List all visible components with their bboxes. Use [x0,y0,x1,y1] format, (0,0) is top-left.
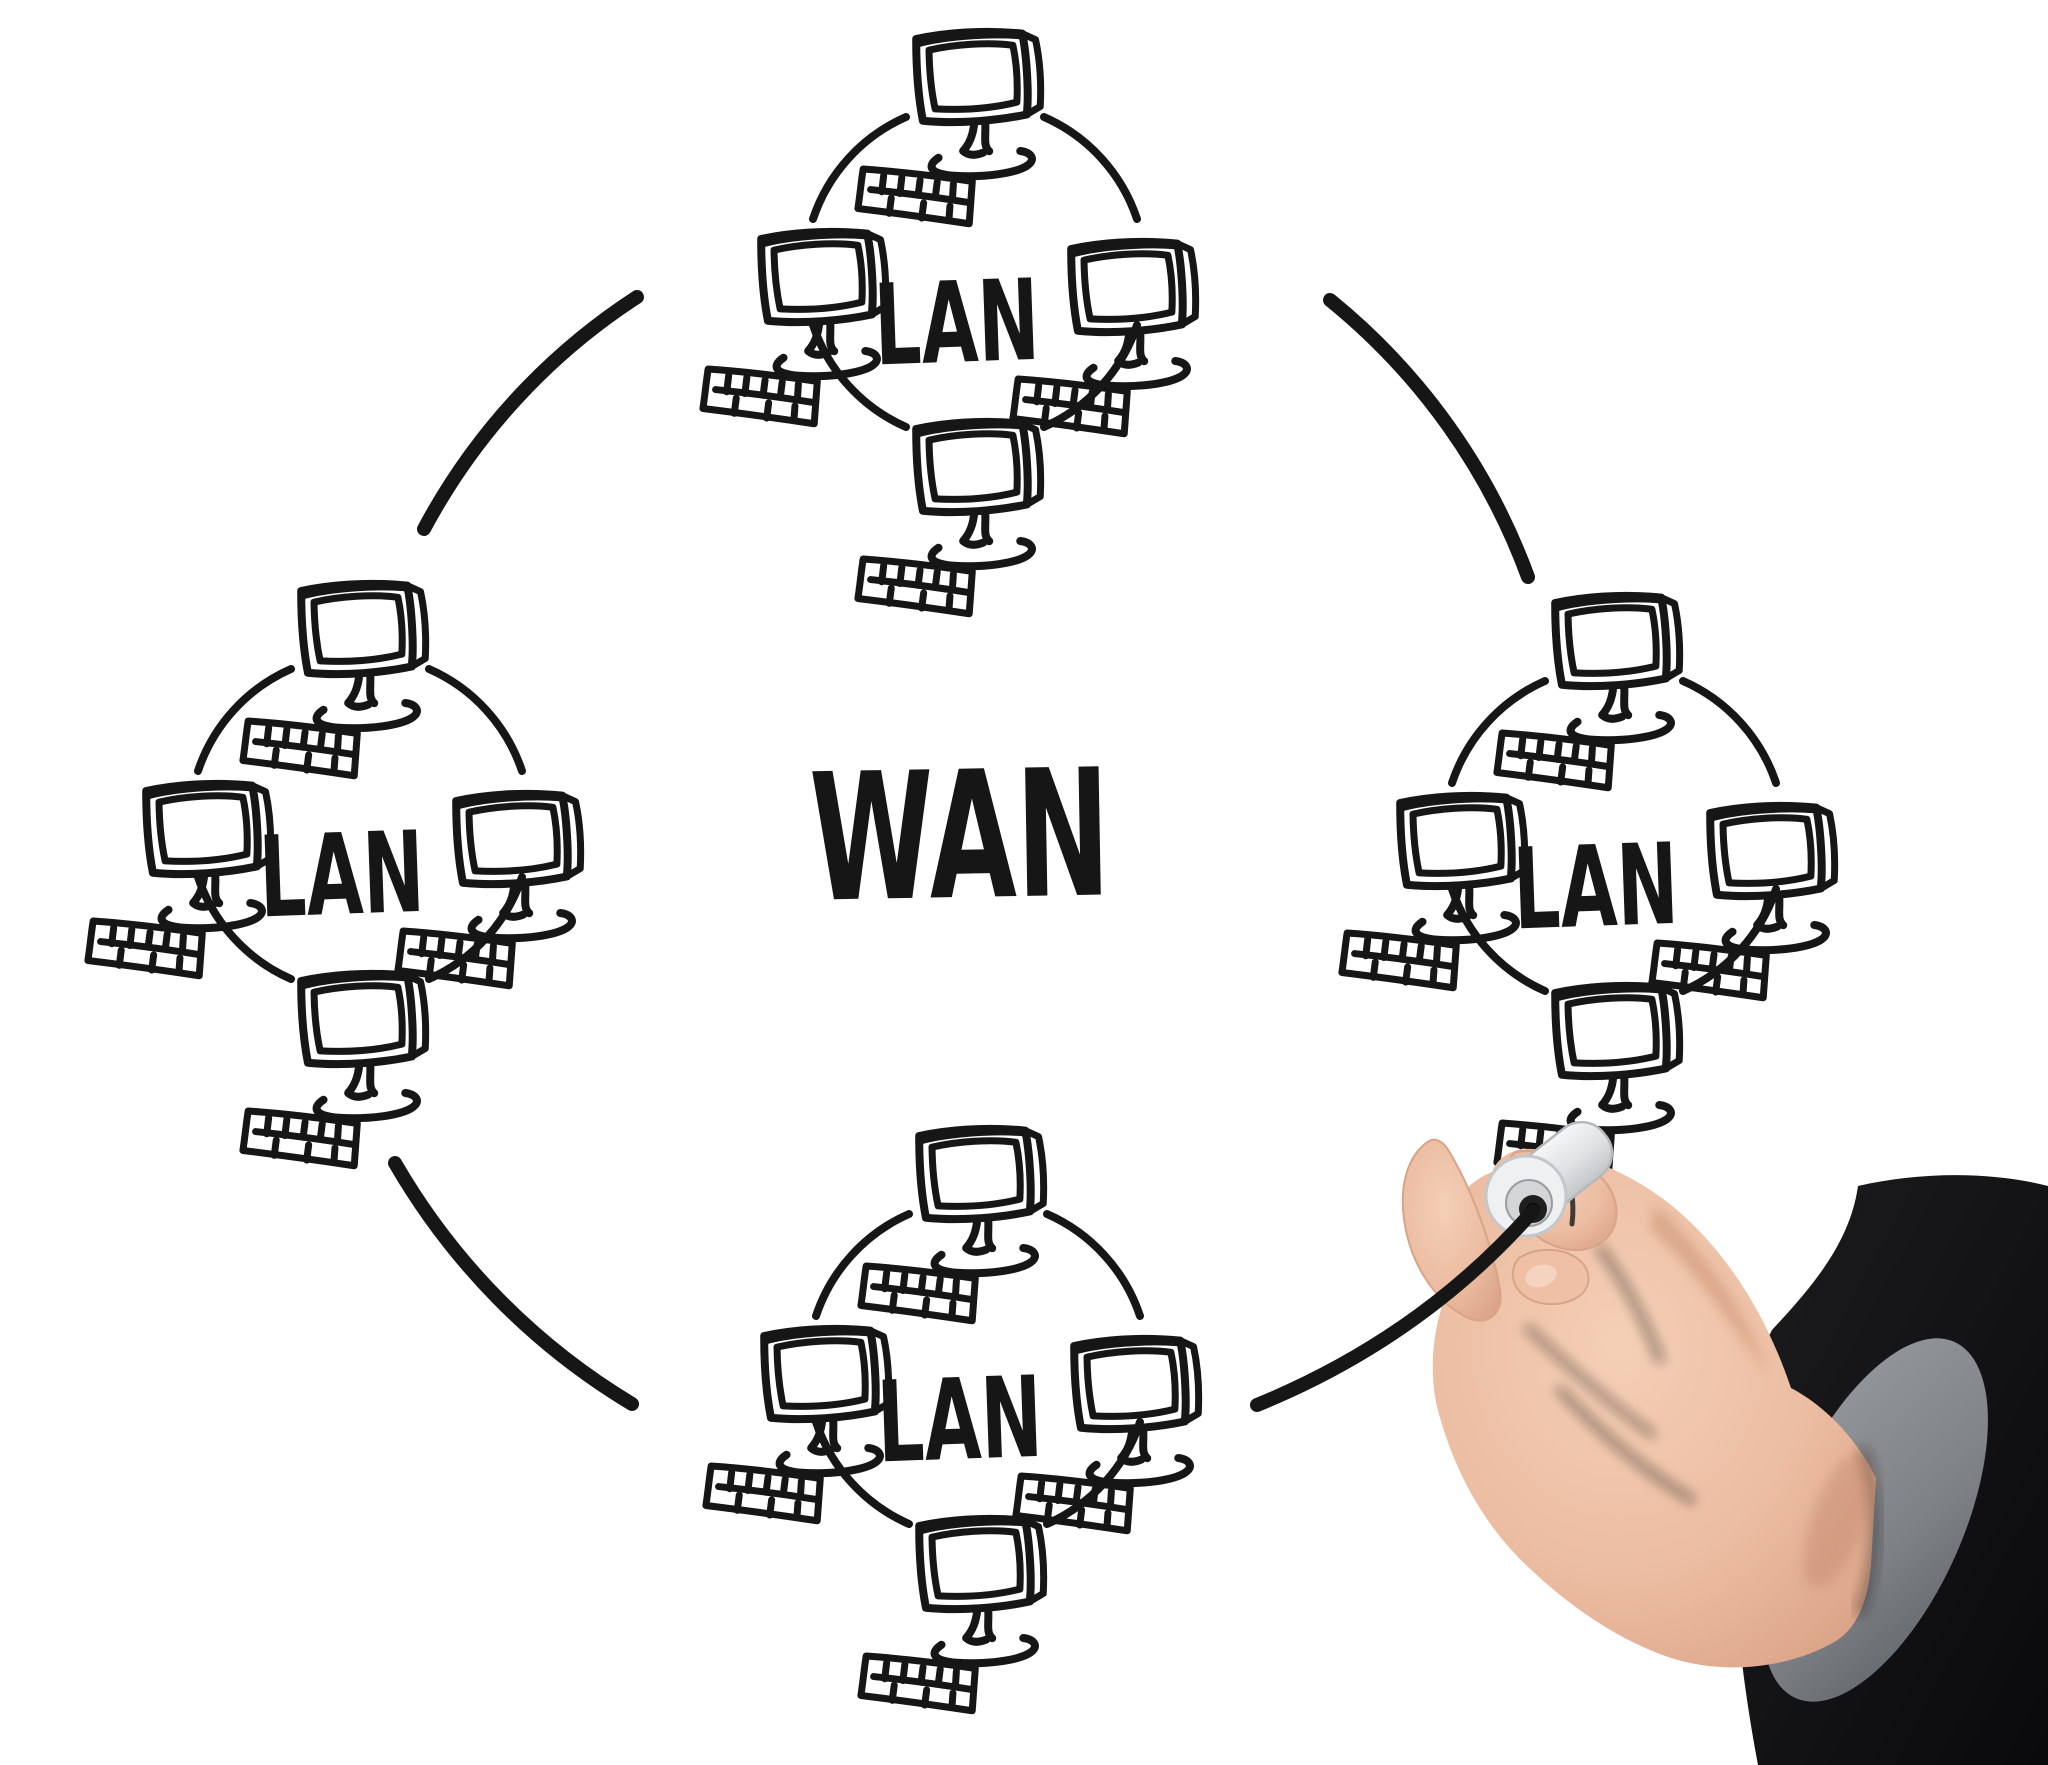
wan-arc-being-drawn [1250,1204,1540,1412]
lan-cluster-right: LAN [1330,591,1844,1185]
computer-icon [231,969,435,1173]
palm-crease [1557,1387,1695,1503]
palm-crease [1525,1325,1655,1437]
computer-icon [849,1514,1053,1718]
lan-label: LAN [872,256,1041,392]
wan-arc-top-right [1323,293,1535,584]
knuckle-shadow [1650,1205,1768,1372]
lan-label: LAN [875,1353,1044,1489]
wan-label: WAN [808,731,1112,941]
computer-icon [846,417,1050,621]
lan-cluster-bottom: LAN [694,1124,1208,1718]
lan-label: LAN [257,808,426,944]
wrist-shadow [1803,1451,1873,1589]
lan-cluster-top: LAN [691,27,1205,621]
lan-cluster-left: LAN [76,579,590,1173]
wan-arc-top-left [417,290,644,536]
fingernail [1525,1264,1557,1288]
finger-crease [1597,1245,1663,1363]
hand-with-marker [1401,1120,2048,1765]
lan-label: LAN [1511,820,1680,956]
wan-arc-bottom-left [388,1156,639,1411]
